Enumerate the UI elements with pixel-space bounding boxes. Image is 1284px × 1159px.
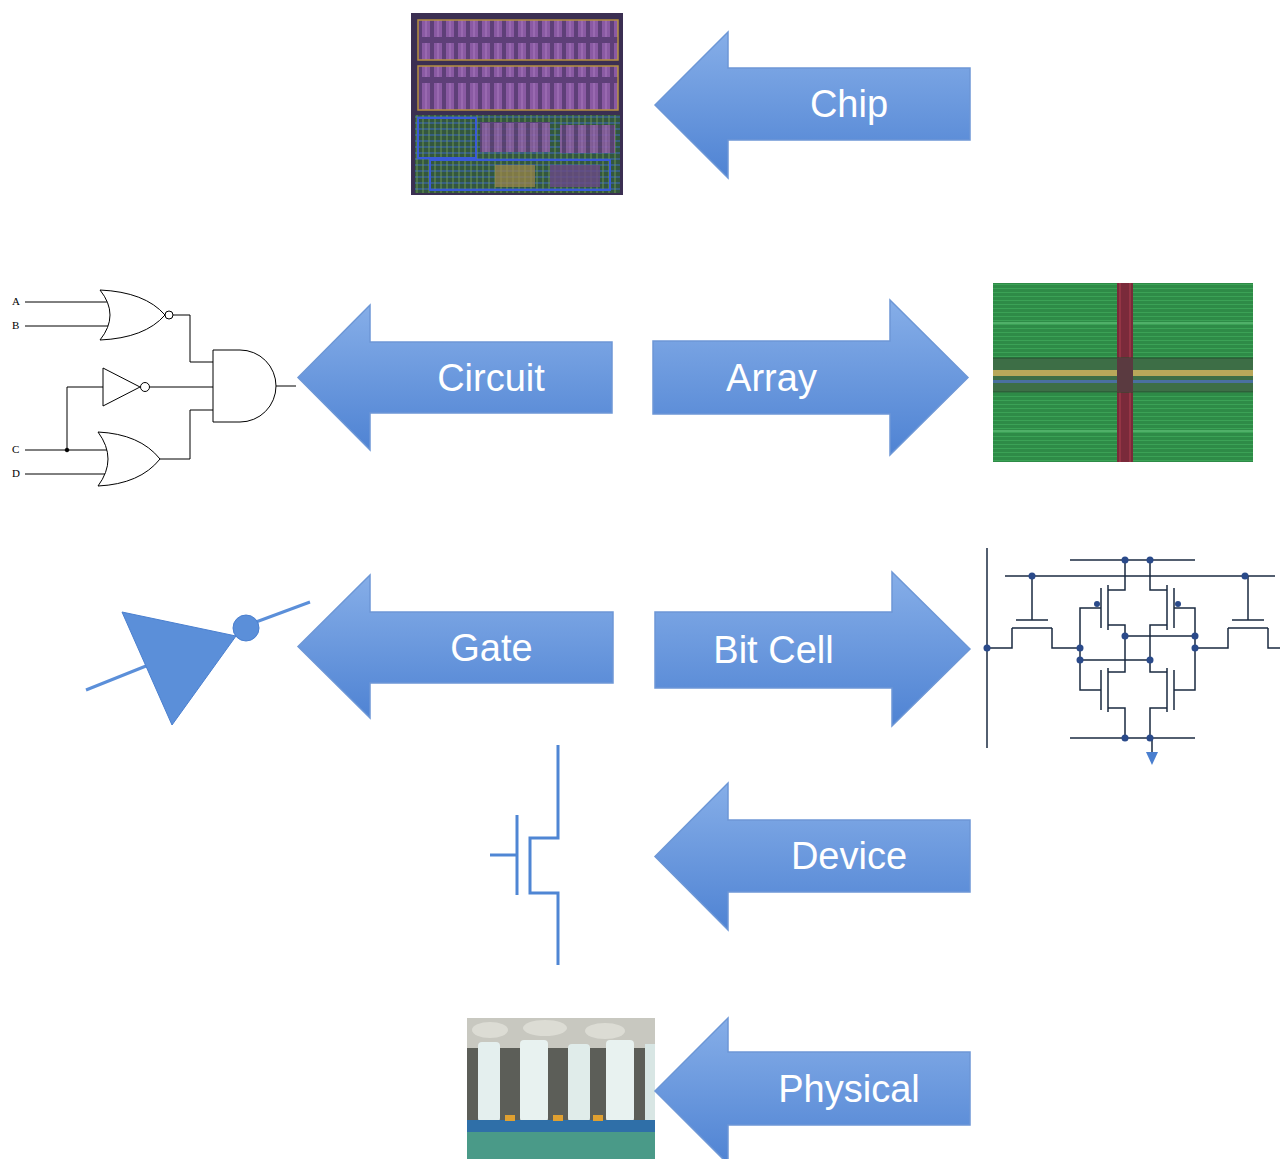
array-photo	[993, 283, 1253, 462]
physical-photo	[467, 1018, 655, 1159]
logic-circuit	[25, 290, 296, 486]
arrow-text-area: Array	[653, 341, 890, 414]
arrow-fill	[655, 1018, 970, 1159]
bitcell-schematic	[987, 548, 1280, 752]
arrow-label: Array	[726, 359, 817, 397]
arrow-label: Device	[791, 837, 907, 875]
transistor-symbol	[490, 745, 558, 965]
signal-name: A	[12, 296, 20, 307]
arrow-fill	[655, 572, 970, 726]
arrow-label: Chip	[810, 85, 888, 123]
arrow-text-area: Gate	[370, 612, 613, 683]
arrow-shape: Physical	[655, 1018, 970, 1159]
arrow-shape: Bit Cell	[655, 572, 970, 726]
arrow-shape: Circuit	[298, 305, 612, 450]
bitcell-dots	[984, 557, 1249, 766]
arrow-label: Gate	[450, 629, 532, 667]
arrow-shape: Chip	[655, 32, 970, 178]
arrow-label: Bit Cell	[713, 631, 833, 669]
inverter-symbol	[86, 602, 310, 725]
arrow-text-area: Chip	[728, 68, 970, 140]
arrow-text-area: Circuit	[370, 342, 612, 413]
signal-name: B	[12, 320, 19, 331]
chip-photo	[411, 13, 623, 195]
arrow-label: Physical	[778, 1070, 920, 1108]
arrow-shape: Gate	[298, 575, 613, 718]
arrow-fill	[298, 305, 612, 450]
arrow-shape: Device	[655, 783, 970, 930]
arrow-fill	[298, 575, 613, 718]
arrow-shape: Array	[653, 300, 968, 455]
arrow-label: Circuit	[437, 359, 545, 397]
signal-name: C	[12, 444, 19, 455]
arrow-fill	[655, 32, 970, 178]
arrow-text-area: Bit Cell	[655, 612, 892, 688]
arrow-fill	[655, 783, 970, 930]
arrow-text-area: Physical	[728, 1052, 970, 1125]
arrow-fill	[653, 300, 968, 455]
arrow-text-area: Device	[728, 820, 970, 892]
signal-name: D	[12, 468, 20, 479]
